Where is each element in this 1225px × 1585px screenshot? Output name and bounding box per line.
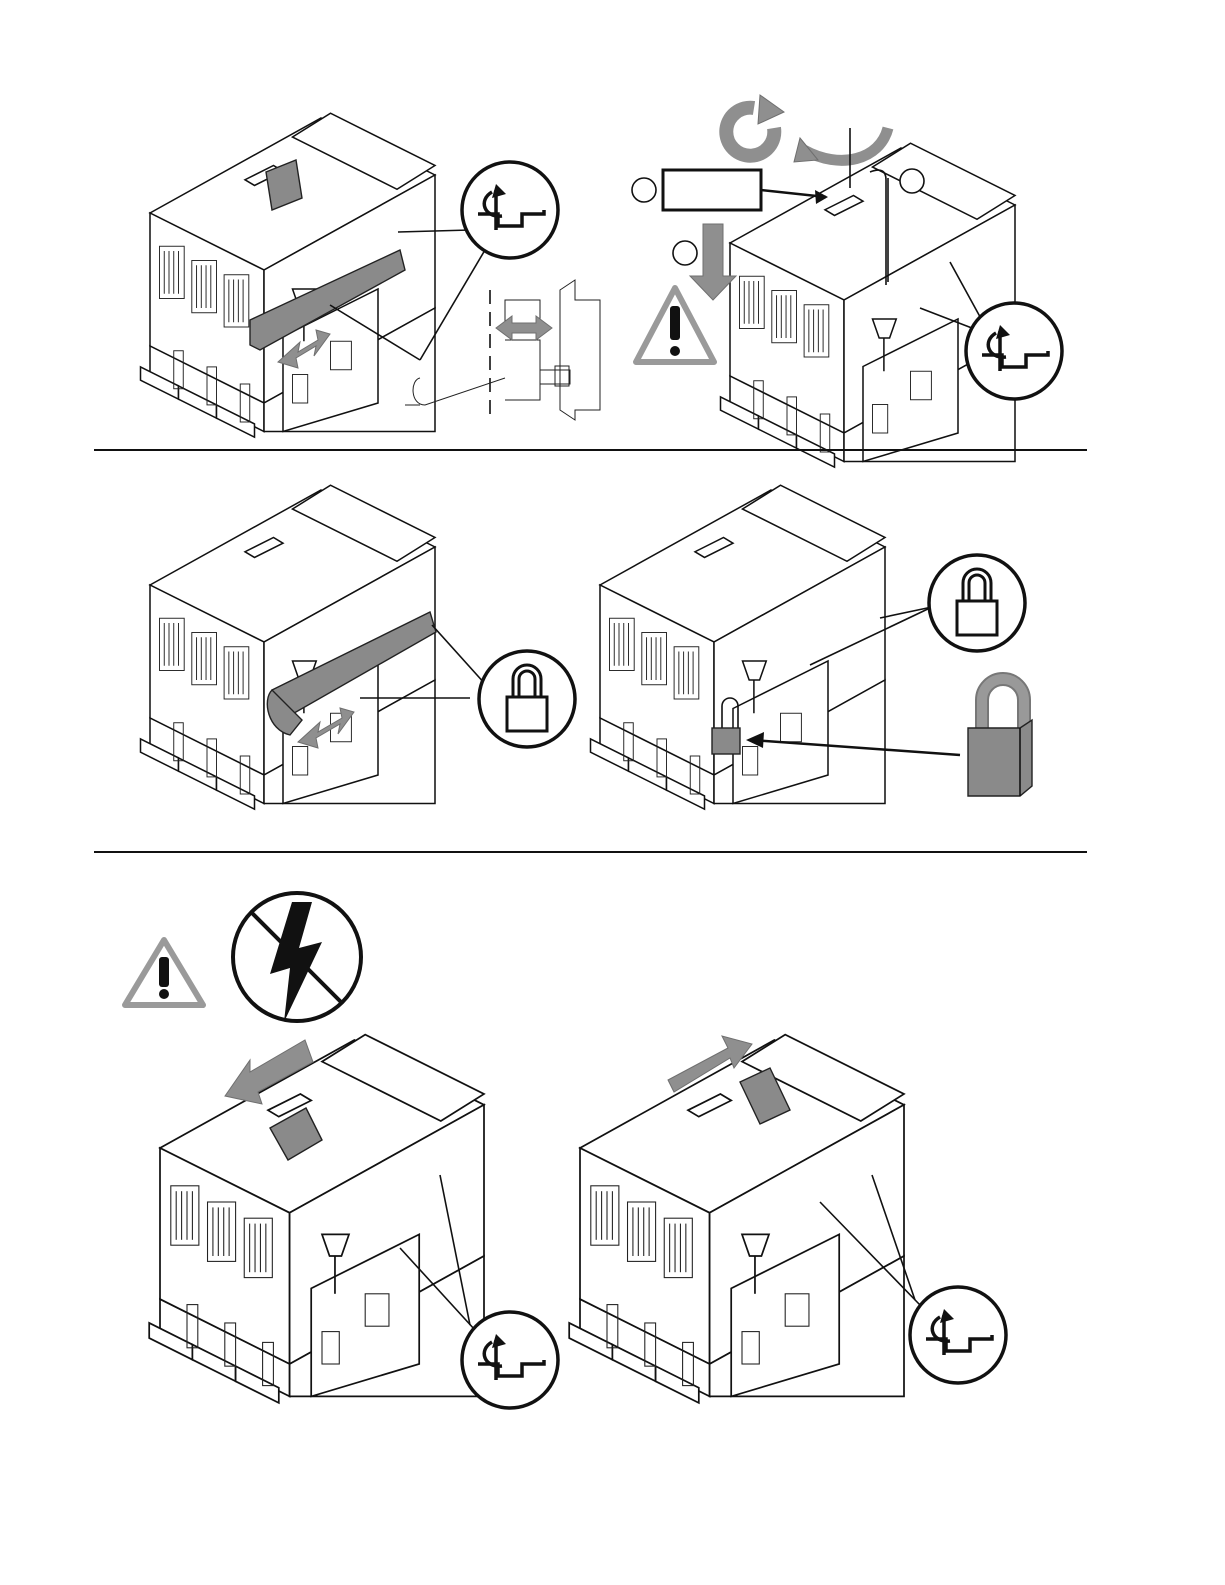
step-marker-1 (632, 178, 656, 202)
down-arrow (690, 224, 736, 300)
padlock-icon (479, 651, 575, 747)
panel-2 (632, 95, 1062, 467)
label-box (663, 170, 761, 210)
padlock-large (968, 679, 1032, 796)
panel-6 (569, 1035, 1006, 1403)
handle-icon (462, 162, 558, 258)
panel-5 (125, 893, 558, 1408)
warning-triangle-icon (636, 288, 714, 362)
panel-3 (141, 485, 576, 809)
turn-arrow (794, 128, 888, 162)
step-marker-2 (673, 241, 697, 265)
breaker-body (149, 1035, 484, 1403)
handle-icon (910, 1287, 1006, 1383)
warning-triangle-icon (125, 940, 203, 1005)
no-voltage-icon (233, 893, 361, 1022)
padlock-icon (929, 555, 1025, 651)
breaker-body (569, 1035, 904, 1403)
breaker-body (591, 485, 886, 809)
rotate-arrow (726, 95, 784, 156)
step-marker-3 (900, 169, 924, 193)
padlock-on-unit (712, 728, 740, 754)
handle-icon (462, 1312, 558, 1408)
panel-4 (591, 485, 1033, 809)
panel-1 (141, 113, 601, 437)
breaker-body (721, 143, 1016, 467)
handle-icon (966, 303, 1062, 399)
